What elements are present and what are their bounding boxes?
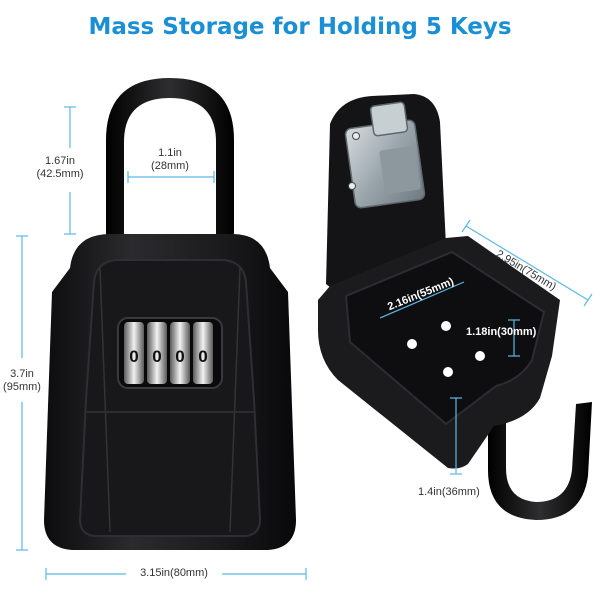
mounting-hole — [443, 367, 453, 377]
dimension-shackle-width: 1.1in (28mm) — [151, 147, 189, 172]
dimension-shackle-height: 1.67in (42.5mm) — [36, 155, 84, 180]
dial-digit: 0 — [152, 347, 161, 366]
mounting-hole — [441, 321, 451, 331]
mounting-hole — [475, 351, 485, 361]
latch-mechanism — [344, 101, 426, 209]
dimension-body-height: 3.7in (95mm) — [3, 368, 41, 393]
lock-front-panel — [78, 259, 262, 537]
closed-lock-box: 0 0 0 0 — [44, 78, 296, 550]
dimension-shackle-drop: 1.4in(36mm) — [418, 486, 480, 498]
page-title: Mass Storage for Holding 5 Keys — [88, 14, 512, 40]
open-box-shackle — [488, 396, 592, 520]
open-lock-box — [318, 94, 592, 520]
dial-digit: 0 — [129, 347, 138, 366]
dial-digit: 0 — [175, 347, 184, 366]
dial-digit: 0 — [198, 347, 207, 366]
dimension-box-depth: 1.18in(30mm) — [466, 326, 537, 338]
mounting-hole — [407, 339, 417, 349]
dimension-body-width: 3.15in(80mm) — [140, 567, 208, 579]
open-box-compartment — [344, 250, 546, 426]
lock-shackle — [106, 78, 234, 242]
combination-wheels — [124, 322, 213, 384]
dimension-lines — [16, 106, 593, 580]
